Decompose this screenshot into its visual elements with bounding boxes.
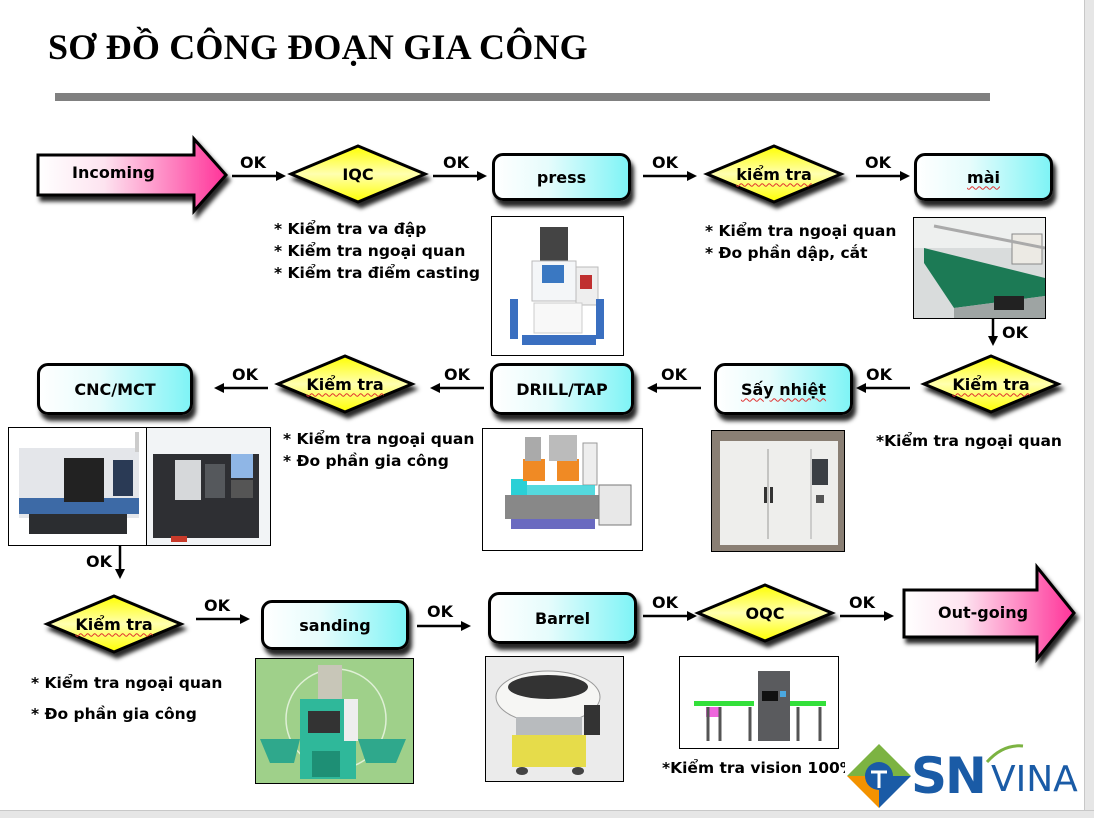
check3-label: Kiểm tra [306,374,384,394]
ok-label: OK [86,552,112,571]
check4-label: Kiểm tra [75,614,153,634]
logo-text-sub: VINA [991,759,1078,800]
drying-oven-image [711,430,845,552]
outgoing-label: Out-going [938,603,1029,622]
mai-label: mài [967,167,1000,187]
drill-tap-machine-image [482,428,643,551]
title-divider [55,93,990,101]
flow-arrow-right [417,621,471,631]
oqc-notes: *Kiểm tra vision 100% [662,757,855,779]
flow-arrow-left [430,383,484,393]
oqc-decision: OQC [694,583,836,643]
barrel-label: Barrel [534,608,591,628]
iqc-decision: IQC [287,144,429,204]
iqc-notes: * Kiểm tra va đập * Kiểm tra ngoại quan … [274,218,480,284]
drill-label: DRILL/TAP [516,379,608,399]
flow-arrow-right [643,171,697,181]
flow-arrow-left [856,383,910,393]
flow-arrow-right [840,611,894,621]
mai-process: mài [914,153,1053,201]
say-nhiet-process: Sấy nhiệt [714,363,853,415]
note-item: * Kiểm tra ngoại quan [31,674,223,692]
flow-arrow-down [988,318,998,346]
ok-label: OK [866,365,892,384]
flow-arrow-left [214,383,268,393]
ok-label: OK [427,602,453,621]
note-item: * Đo phần dập, cắt [705,244,868,262]
sanding-process: sanding [261,600,409,650]
note-item: *Kiểm tra vision 100% [662,759,856,777]
drill-tap-process: DRILL/TAP [490,363,634,415]
barrel-machine-image [485,656,624,782]
incoming-terminal: Incoming [36,135,231,215]
flow-arrow-right [196,614,250,624]
check3-decision: Kiểm tra [274,354,416,414]
note-item: * Kiểm tra ngoại quan [705,222,897,240]
flow-arrow-right [856,171,910,181]
slide-bottom-edge [0,810,1094,818]
ok-label: OK [443,153,469,172]
press-label: press [536,167,587,187]
incoming-label: Incoming [72,163,155,182]
sandblasting-machine-image [255,658,414,784]
note-item: * Đo phần gia công [283,452,449,470]
oqc-label: OQC [745,603,785,623]
check1-label: kiểm tra [736,164,812,184]
note-item: * Kiểm tra điểm casting [274,264,480,282]
ok-label: OK [865,153,891,172]
note-item: * Kiểm tra ngoại quan [283,430,475,448]
outgoing-terminal: Out-going [902,562,1082,664]
say-label: Sấy nhiệt [740,379,827,399]
conveyor-line-image [913,217,1046,319]
iqc-label: IQC [342,164,374,184]
ok-label: OK [1002,323,1028,342]
barrel-process: Barrel [488,592,637,644]
sn-vina-logo: SN VINA [845,742,1085,812]
slide-right-edge [1084,0,1094,817]
flow-arrow-right [232,171,286,181]
cnc-machine-1-image [8,427,148,546]
check1-decision: kiểm tra [703,144,845,204]
page-title: SƠ ĐỒ CÔNG ĐOẠN GIA CÔNG [48,27,588,67]
sn-vina-diamond-icon [847,744,911,808]
check4-notes: * Kiểm tra ngoại quan * Đo phần gia công [31,668,222,730]
ok-label: OK [232,365,258,384]
note-item: * Đo phần gia công [31,705,197,723]
press-machine-image [491,216,624,356]
cnc-label: CNC/MCT [74,379,156,399]
check4-decision: Kiểm tra [43,594,185,654]
check2-notes: *Kiểm tra ngoại quan [876,430,1062,452]
check2-decision: Kiểm tra [920,354,1062,414]
ok-label: OK [652,593,678,612]
note-item: * Kiểm tra ngoại quan [274,242,466,260]
ok-label: OK [240,153,266,172]
ok-label: OK [661,365,687,384]
logo-text-main: SN [911,747,987,805]
vision-inspection-machine-image [679,656,839,749]
sanding-label: sanding [299,615,371,635]
note-item: * Kiểm tra va đập [274,220,427,238]
flow-arrow-right [433,171,487,181]
flow-arrow-down [115,545,125,579]
ok-label: OK [849,593,875,612]
note-item: *Kiểm tra ngoại quan [876,432,1062,450]
check1-notes: * Kiểm tra ngoại quan * Đo phần dập, cắt [705,220,896,264]
flow-arrow-right [643,611,697,621]
press-process: press [492,153,631,201]
cnc-mct-process: CNC/MCT [37,363,193,415]
ok-label: OK [204,596,230,615]
ok-label: OK [652,153,678,172]
flow-arrow-left [647,383,701,393]
cnc-machine-2-image [146,427,271,546]
ok-label: OK [444,365,470,384]
check2-label: Kiểm tra [952,374,1030,394]
check3-notes: * Kiểm tra ngoại quan * Đo phần gia công [283,428,474,472]
